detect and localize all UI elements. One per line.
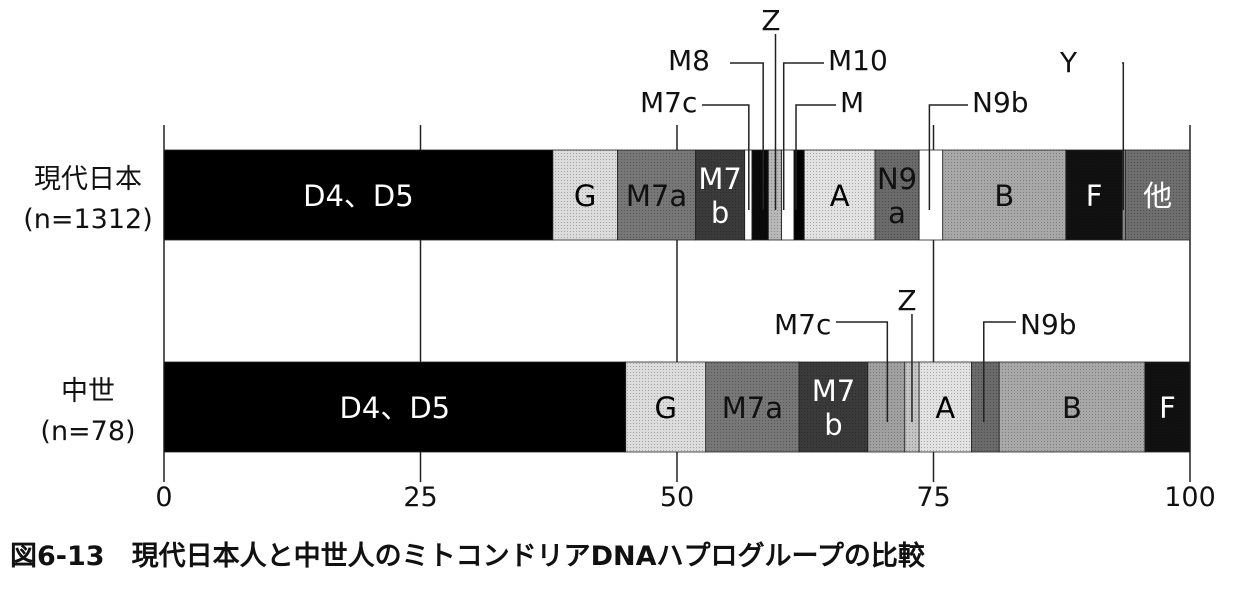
segment-label: M7 xyxy=(698,162,741,196)
segment-label: B xyxy=(1062,391,1082,425)
segment-label: b xyxy=(824,408,842,442)
bar-segment-M7a-texture xyxy=(617,150,696,240)
bar-segment-N9b xyxy=(918,149,944,241)
callout-label: N9b xyxy=(972,86,1029,119)
callout-line xyxy=(928,104,968,210)
bar-segment-other-texture xyxy=(1125,150,1190,240)
row-n-label: (n=78) xyxy=(40,416,135,447)
x-tick-label: 75 xyxy=(916,482,950,513)
callout-line xyxy=(782,62,824,210)
bar-segment-N9a-texture xyxy=(875,150,920,240)
bar-segment-B-texture xyxy=(999,362,1145,452)
segment-label: F xyxy=(1086,179,1103,213)
segment-label: b xyxy=(711,196,729,230)
callout-label: M xyxy=(840,86,864,119)
callout-line xyxy=(983,321,1016,422)
callout-label: Y xyxy=(1059,46,1078,79)
bar-segment-G-texture xyxy=(625,362,706,452)
callout-line xyxy=(730,62,764,210)
x-tick-label: 0 xyxy=(155,482,172,513)
callout-label: Z xyxy=(897,284,916,317)
callout-line xyxy=(795,104,836,210)
segment-label: G xyxy=(574,179,596,213)
callout-label: N9b xyxy=(1020,308,1077,341)
bar-segment-M8-texture xyxy=(751,150,769,240)
callout-label: Z xyxy=(761,4,780,37)
segment-label: a xyxy=(888,196,906,230)
segment-label: D4、D5 xyxy=(340,391,451,425)
bar-segment-A-texture xyxy=(804,150,876,240)
callout-line xyxy=(702,104,750,210)
callout-label: M8 xyxy=(668,44,710,77)
row-label: 中世 xyxy=(61,376,115,407)
bar-segment-G-texture xyxy=(552,150,618,240)
callout-line xyxy=(836,321,889,422)
callout-label: M10 xyxy=(828,44,888,77)
x-tick-label: 50 xyxy=(660,482,694,513)
bar-segment-M7b-texture xyxy=(799,362,868,452)
bar-segment-M7a-texture xyxy=(705,362,800,452)
bar-segment-M7b-texture xyxy=(695,150,745,240)
segment-label: D4、D5 xyxy=(303,179,414,213)
row-n-label: (n=1312) xyxy=(23,204,153,235)
segment-label: M7 xyxy=(812,374,855,408)
segment-label: A xyxy=(935,391,955,425)
bar-segment-A-texture xyxy=(919,362,972,452)
segment-label: B xyxy=(994,179,1014,213)
segment-label: M7a xyxy=(626,179,687,213)
callout-line xyxy=(1122,62,1125,210)
row-label: 現代日本 xyxy=(34,164,142,195)
bar-segment-D4D5 xyxy=(163,149,554,241)
segment-label: 他 xyxy=(1143,179,1172,213)
bar-segment-N9b-texture xyxy=(971,362,1000,452)
bar-segment-M7c-texture xyxy=(867,362,905,452)
segment-label: A xyxy=(830,179,850,213)
bar-segment-D4D5 xyxy=(163,361,627,453)
segment-label: G xyxy=(654,391,676,425)
bar-segment-F-texture xyxy=(1144,362,1190,452)
bar-segment-B-texture xyxy=(942,150,1066,240)
bar-segment-F-texture xyxy=(1065,150,1123,240)
segment-label: M7a xyxy=(722,391,783,425)
segment-label: N9 xyxy=(877,162,917,196)
segment-label: F xyxy=(1159,391,1176,425)
callout-label: M7c xyxy=(774,308,831,341)
figure-caption: 図6-13 現代日本人と中世人のミトコンドリアDNAハプログループの比較 xyxy=(10,541,925,572)
x-tick-label: 100 xyxy=(1164,482,1216,513)
x-tick-label: 25 xyxy=(403,482,437,513)
callout-label: M7c xyxy=(640,86,697,119)
